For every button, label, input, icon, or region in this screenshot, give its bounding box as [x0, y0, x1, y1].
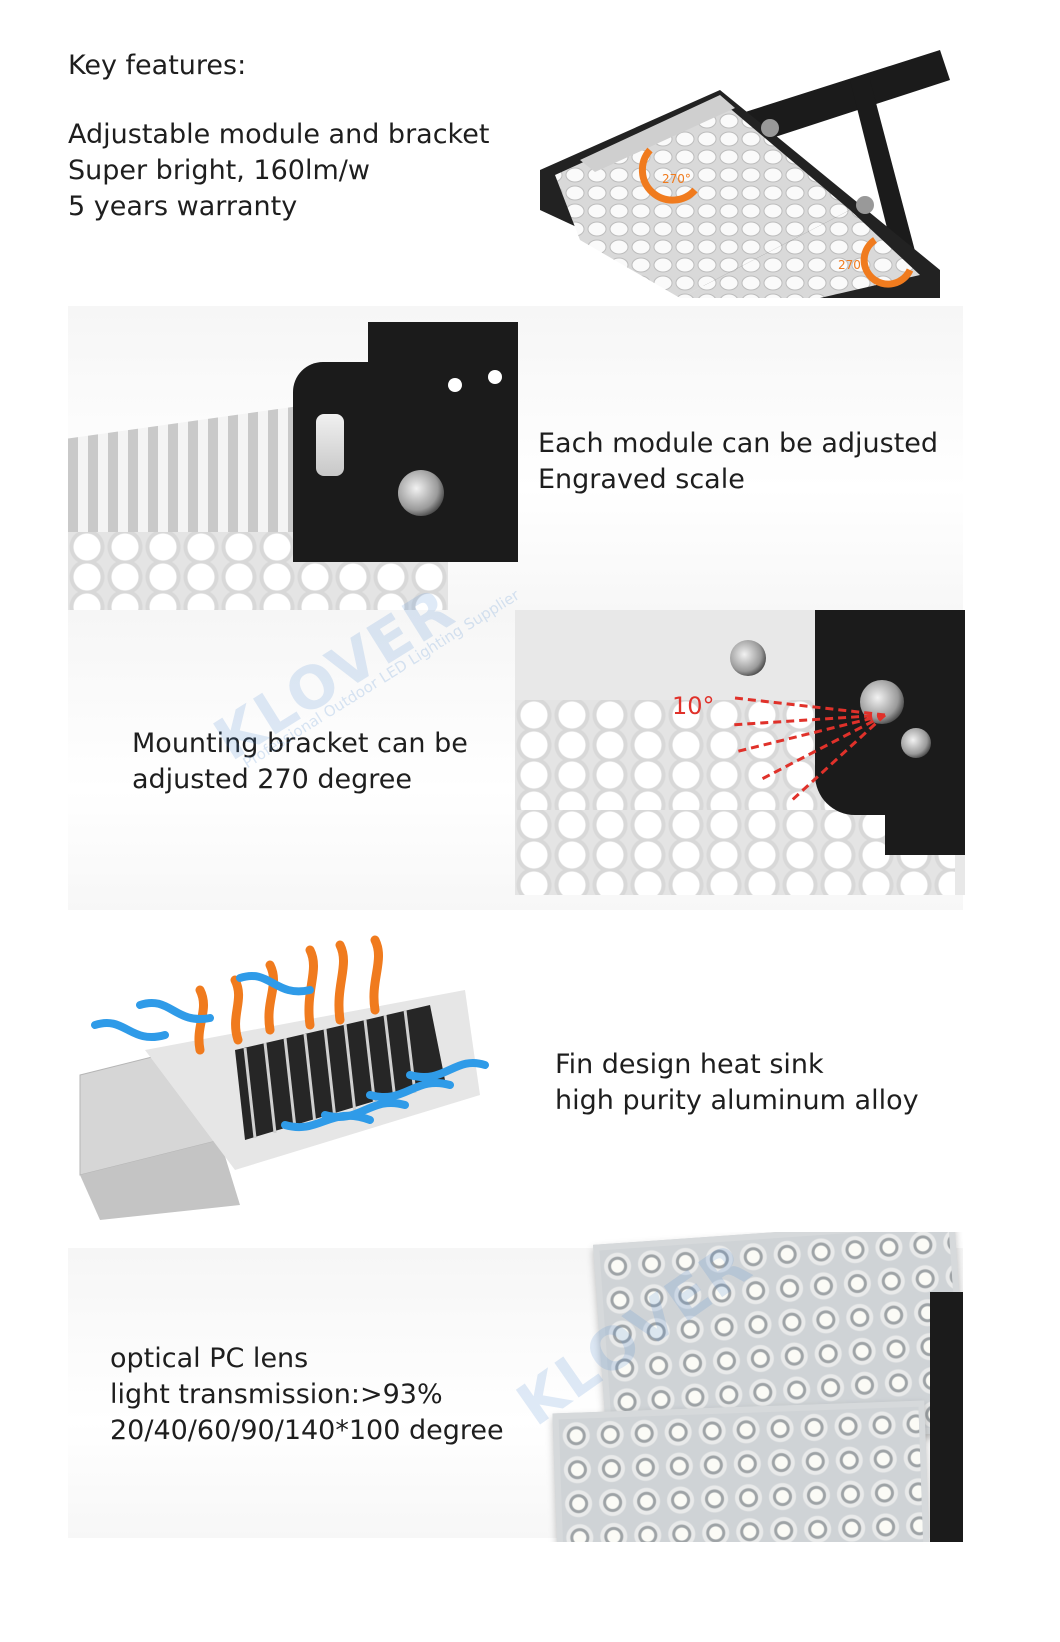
- feature-line: Engraved scale: [538, 464, 745, 495]
- feature-line: optical PC lens: [110, 1343, 309, 1374]
- feature-line: 5 years warranty: [68, 191, 298, 222]
- bracket-adjust-text: Mounting bracket can be adjusted 270 deg…: [132, 726, 468, 798]
- bracket-arm: [368, 322, 518, 402]
- bracket-arm: [930, 1292, 963, 1542]
- lens-text: optical PC lens light transmission:>93% …: [110, 1341, 504, 1449]
- feature-line: adjusted 270 degree: [132, 764, 413, 795]
- feature-line: high purity aluminum alloy: [555, 1085, 919, 1116]
- heatsink-text: Fin design heat sink high purity aluminu…: [555, 1047, 919, 1119]
- bolt-icon: [730, 640, 766, 676]
- scale-knob: [316, 414, 344, 476]
- heatsink-photo: [70, 930, 500, 1230]
- feature-line: Adjustable module and bracket: [68, 119, 490, 150]
- feature-line: Mounting bracket can be: [132, 728, 468, 759]
- bolt-icon: [398, 470, 444, 516]
- feature-line: 20/40/60/90/140*100 degree: [110, 1415, 504, 1446]
- feature-line: Super bright, 160lm/w: [68, 155, 370, 186]
- led-array: [68, 532, 448, 610]
- lens-array: [552, 1400, 930, 1542]
- bolt-icon: [901, 728, 931, 758]
- product-photo-top: 270° 270°: [520, 40, 960, 298]
- angle-label: 10°: [672, 692, 715, 720]
- key-features-heading: Key features:: [68, 50, 247, 81]
- feature-line: Each module can be adjusted: [538, 428, 939, 459]
- feature-line: Fin design heat sink: [555, 1049, 824, 1080]
- bracket-slot: [488, 370, 502, 384]
- rotation-label: 270°: [662, 172, 691, 186]
- led-array: [515, 700, 835, 810]
- lens-module-photo: [515, 1232, 963, 1542]
- angle-lines: [729, 696, 887, 804]
- bracket-closeup-photo: 10°: [515, 610, 965, 895]
- floodlight-illustration: [540, 50, 950, 298]
- module-closeup-photo: [68, 322, 518, 610]
- bracket-slot: [448, 378, 462, 392]
- module-adjust-text: Each module can be adjusted Engraved sca…: [538, 426, 938, 498]
- feature-line: light transmission:>93%: [110, 1379, 443, 1410]
- heatsink-illustration: [79, 935, 489, 1220]
- key-features-list: Adjustable module and bracket Super brig…: [68, 117, 489, 225]
- led-array: [515, 810, 955, 895]
- rotation-label: 270°: [838, 258, 867, 272]
